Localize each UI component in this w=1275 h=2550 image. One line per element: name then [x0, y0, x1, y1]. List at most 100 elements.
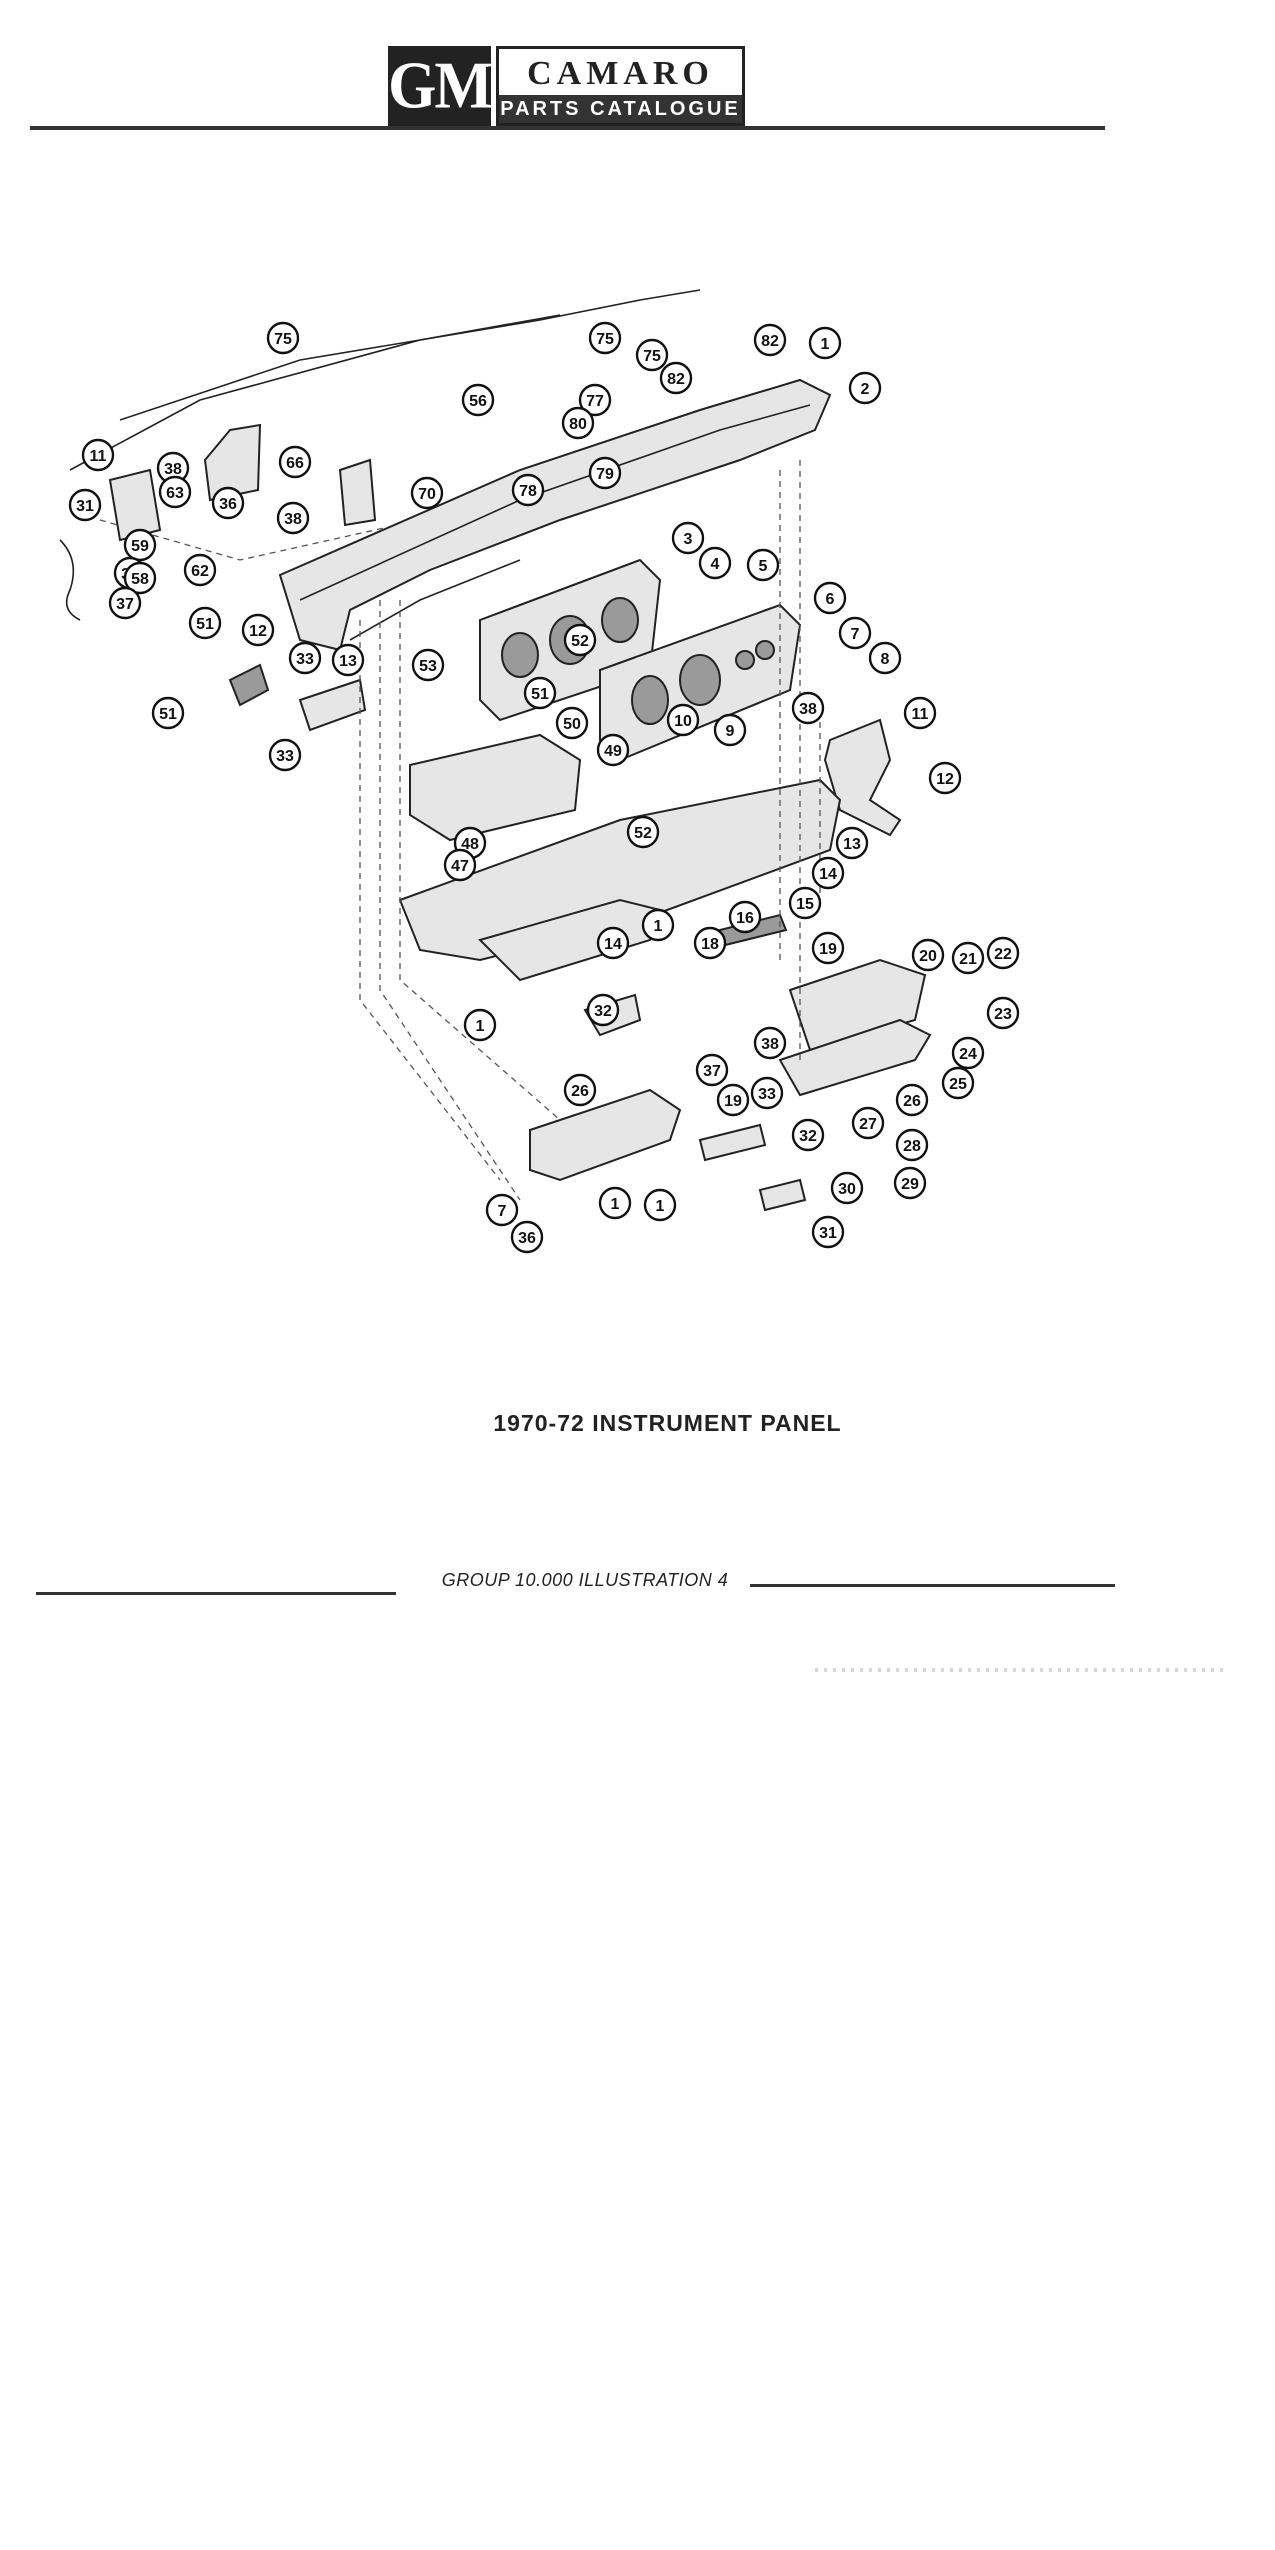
part-callout: 38 [753, 1026, 787, 1060]
footer-divider-right [750, 1584, 1115, 1587]
callout-number: 13 [339, 653, 357, 670]
callout-circle [830, 1171, 864, 1205]
part-callout: 51 [523, 676, 557, 710]
callout-number: 21 [959, 951, 977, 968]
callout-circle [895, 1083, 929, 1117]
callout-circle [411, 648, 445, 682]
callout-circle [835, 826, 869, 860]
callout-number: 51 [196, 616, 214, 633]
callout-circle [868, 641, 902, 675]
part-callout: 50 [555, 706, 589, 740]
glove-box-part [778, 958, 932, 1097]
part-callout: 1 [598, 1186, 632, 1220]
callout-number: 75 [596, 331, 614, 348]
part-callout: 24 [951, 1036, 985, 1070]
callout-number: 38 [761, 1036, 779, 1053]
callout-circle [895, 1128, 929, 1162]
part-callout: 58 [123, 561, 157, 595]
part-callout: 82 [753, 323, 787, 357]
part-callout: 33 [288, 641, 322, 675]
callout-circle [791, 1118, 825, 1152]
callout-circle [123, 528, 157, 562]
part-callout: 66 [278, 445, 312, 479]
cluster-bezel-part [599, 603, 802, 762]
callout-number: 32 [594, 1003, 612, 1020]
part-callout: 51 [151, 696, 185, 730]
part-callout: 9 [713, 713, 747, 747]
callout-circle [813, 581, 847, 615]
callout-circle [511, 473, 545, 507]
callout-circle [410, 476, 444, 510]
callout-number: 33 [296, 651, 314, 668]
callout-number: 12 [249, 623, 267, 640]
part-callout: 38 [276, 501, 310, 535]
part-callout: 31 [811, 1215, 845, 1249]
callout-number: 77 [586, 393, 604, 410]
part-callout: 31 [68, 488, 102, 522]
callout-circle [241, 613, 275, 647]
right-duct-part [823, 718, 902, 837]
part-callout: 8 [868, 641, 902, 675]
part-callout: 47 [443, 848, 477, 882]
callout-number: 32 [799, 1128, 817, 1145]
callout-circle [443, 848, 477, 882]
part-callout: 13 [331, 643, 365, 677]
callout-circle [331, 643, 365, 677]
callout-circle [986, 996, 1020, 1030]
callout-number: 48 [461, 836, 479, 853]
part-callout: 56 [461, 383, 495, 417]
callout-number: 6 [826, 591, 835, 608]
callout-number: 80 [569, 416, 587, 433]
part-callout: 59 [123, 528, 157, 562]
callout-circle [123, 561, 157, 595]
callout-circle [838, 616, 872, 650]
callout-number: 12 [936, 771, 954, 788]
part-callout: 77 [578, 383, 612, 417]
callout-number: 70 [418, 486, 436, 503]
callout-number: 63 [166, 485, 184, 502]
title-plate: CAMARO PARTS CATALOGUE [496, 46, 745, 126]
callout-number: 51 [531, 686, 549, 703]
callout-circle [951, 941, 985, 975]
callout-number: 47 [451, 858, 469, 875]
left-duct-part [108, 423, 377, 542]
callout-number: 79 [596, 466, 614, 483]
callout-number: 20 [919, 948, 937, 965]
part-callout: 29 [893, 1166, 927, 1200]
part-callout: 63 [158, 475, 192, 509]
part-callout: 18 [693, 926, 727, 960]
part-callout: 20 [911, 938, 945, 972]
part-callout: 19 [811, 931, 845, 965]
part-callout: 19 [716, 1083, 750, 1117]
part-callout: 7 [485, 1193, 519, 1227]
callout-circle [578, 383, 612, 417]
callout-number: 1 [821, 336, 830, 353]
callout-number: 31 [76, 498, 94, 515]
callout-number: 49 [604, 743, 622, 760]
callout-number: 51 [159, 706, 177, 723]
callout-circle [643, 1188, 677, 1222]
part-callout: 1 [808, 326, 842, 360]
callout-number: 24 [959, 1046, 977, 1063]
part-callout: 80 [561, 406, 595, 440]
callout-number: 10 [674, 713, 692, 730]
callout-circle [728, 900, 762, 934]
part-callout: 3 [671, 521, 705, 555]
callout-number: 8 [881, 651, 890, 668]
part-callout: 13 [835, 826, 869, 860]
catalogue-subtitle: PARTS CATALOGUE [500, 97, 741, 120]
callout-number: 28 [903, 1138, 921, 1155]
callout-circle [485, 1193, 519, 1227]
callout-number: 5 [759, 558, 768, 575]
callout-circle [555, 706, 589, 740]
part-callout: 62 [183, 553, 217, 587]
part-callout: 32 [791, 1118, 825, 1152]
callout-number: 62 [191, 563, 209, 580]
callout-number: 37 [116, 596, 134, 613]
catalogue-header-logo: GM CAMARO PARTS CATALOGUE [388, 46, 745, 126]
left-vent-part [228, 663, 367, 732]
callout-number: 37 [703, 1063, 721, 1080]
part-callout: 7 [838, 616, 872, 650]
callout-circle [893, 1166, 927, 1200]
